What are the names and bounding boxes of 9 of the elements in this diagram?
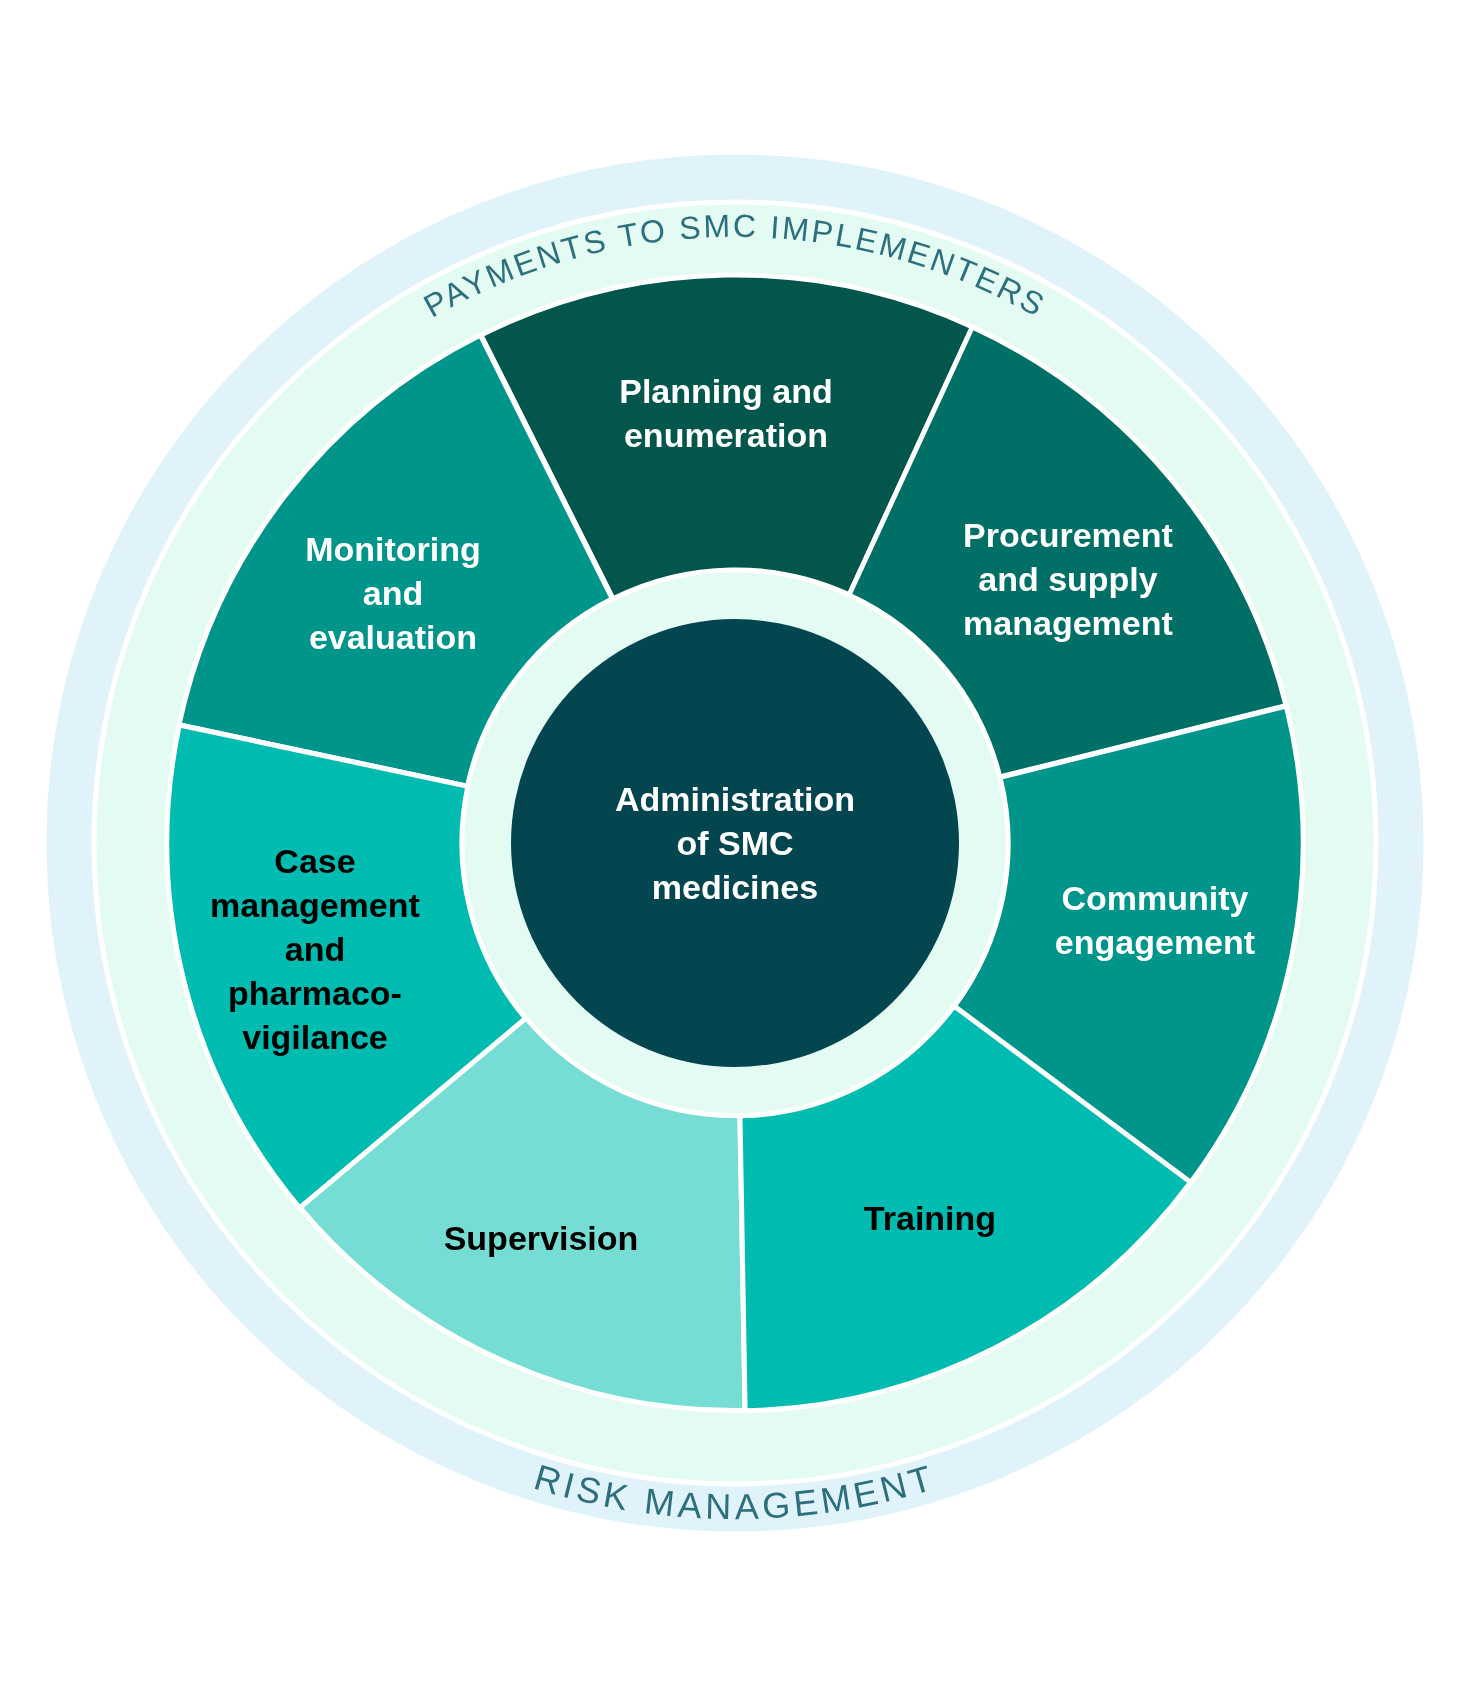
curved-ring-label: RISK MANAGEMENT [529,1456,941,1528]
segment-label: Planning and enumeration [618,371,834,456]
segment-label: Case management and pharmaco-vigilance [209,841,421,1058]
segment-label: Administration of SMC medicines [614,779,856,908]
segment-label: Procurement and supply management [962,515,1174,644]
segment-label: Community engagement [1053,878,1257,963]
segment-label: Supervision [442,1218,640,1259]
segment-label: Monitoring and evaluation [304,529,482,658]
segment-label: Training [862,1198,998,1239]
